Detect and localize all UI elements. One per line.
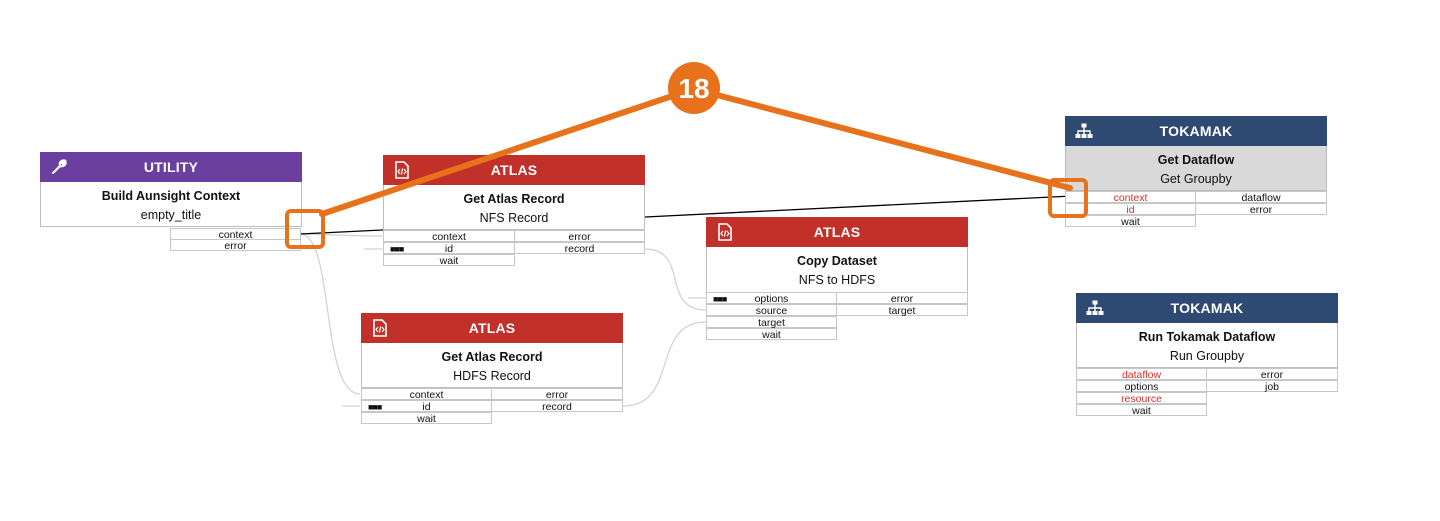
input-port-source[interactable]: source [706,304,837,317]
input-port-wait[interactable]: wait [383,254,515,267]
node-subtitle: Run Groupby [1169,349,1245,363]
input-port-wait[interactable]: wait [1065,215,1196,228]
node-title: Get Dataflow [1157,153,1235,167]
node-title: Get Atlas Record [463,192,565,206]
output-port-record[interactable]: record [491,400,623,413]
output-port-error[interactable]: error [170,239,301,252]
node-subtitle: empty_title [140,208,202,222]
node-get-atlas-record-nfs[interactable]: ATLAS Get Atlas Record NFS Record contex… [383,155,645,267]
node-body: Build Aunsight Context empty_title [40,182,302,227]
output-port-target[interactable]: target [836,304,968,317]
input-port-id[interactable]: id [1065,203,1196,216]
wire-context-to-hdfs [299,233,361,395]
node-run-tokamak-dataflow[interactable]: TOKAMAK Run Tokamak Dataflow Run Groupby… [1076,293,1338,417]
list-icon: ■■■ [368,402,382,412]
input-port-dataflow[interactable]: dataflow [1076,368,1207,381]
node-body: Get Atlas Record NFS Record [383,185,645,230]
node-build-context[interactable]: UTILITY Build Aunsight Context empty_tit… [40,152,302,252]
hierarchy-icon [1075,122,1093,140]
node-header: ATLAS [383,155,645,185]
wrench-icon [50,158,68,176]
node-category: UTILITY [143,159,199,175]
wire-nfs-record-to-copy-source [644,248,707,311]
output-port-job[interactable]: job [1206,380,1338,393]
input-port-id[interactable]: ■■■id [383,242,515,255]
list-icon: ■■■ [713,294,727,304]
input-port-id[interactable]: ■■■id [361,400,492,413]
output-port-error[interactable]: error [514,230,645,243]
wire-context-to-nfs [299,233,383,237]
node-header: TOKAMAK [1065,116,1327,146]
node-title: Build Aunsight Context [101,189,241,203]
node-title: Get Atlas Record [441,350,543,364]
node-header: TOKAMAK [1076,293,1338,323]
node-title: Copy Dataset [797,254,877,268]
callout-line-right [695,87,1073,191]
input-port-wait[interactable]: wait [361,412,492,425]
wire-hdfs-record-to-copy-target [622,321,707,407]
input-port-wait[interactable]: wait [1076,404,1207,417]
node-subtitle: NFS to HDFS [798,273,876,287]
node-body: Get Atlas Record HDFS Record [361,343,623,388]
input-port-context[interactable]: context [383,230,515,243]
output-port-record[interactable]: record [514,242,645,255]
input-port-context[interactable]: context [1065,191,1196,204]
code-file-icon [371,319,389,337]
node-body: Run Tokamak Dataflow Run Groupby [1076,323,1338,368]
node-header: ATLAS [361,313,623,343]
input-port-options[interactable]: options [1076,380,1207,393]
output-port-error[interactable]: error [836,292,968,305]
code-file-icon [393,161,411,179]
node-category: ATLAS [813,224,861,240]
input-port-options[interactable]: ■■■options [706,292,837,305]
node-get-atlas-record-hdfs[interactable]: ATLAS Get Atlas Record HDFS Record conte… [361,313,623,425]
node-category: ATLAS [490,162,538,178]
input-port-context[interactable]: context [361,388,492,401]
input-port-target[interactable]: target [706,316,837,329]
output-port-dataflow[interactable]: dataflow [1195,191,1327,204]
node-body: Get Dataflow Get Groupby [1065,146,1327,191]
node-get-dataflow[interactable]: TOKAMAK Get Dataflow Get Groupby context… [1065,116,1327,228]
node-category: TOKAMAK [1159,123,1233,139]
node-body: Copy Dataset NFS to HDFS [706,247,968,293]
node-header: UTILITY [40,152,302,182]
node-subtitle: NFS Record [479,211,549,225]
step-badge [668,62,720,114]
list-icon: ■■■ [390,244,404,254]
node-subtitle: Get Groupby [1160,172,1232,186]
input-port-wait[interactable]: wait [706,328,837,341]
node-category: TOKAMAK [1170,300,1244,316]
output-port-error[interactable]: error [491,388,623,401]
node-category: ATLAS [468,320,516,336]
output-port-error[interactable]: error [1195,203,1327,216]
hierarchy-icon [1086,299,1104,317]
node-copy-dataset[interactable]: ATLAS Copy Dataset NFS to HDFS ■■■option… [706,217,968,341]
node-subtitle: HDFS Record [453,369,531,383]
code-file-icon [716,223,734,241]
input-port-resource[interactable]: resource [1076,392,1207,405]
output-port-error[interactable]: error [1206,368,1338,381]
node-title: Run Tokamak Dataflow [1138,330,1276,344]
node-header: ATLAS [706,217,968,247]
step-badge-number: 18 [678,73,709,104]
